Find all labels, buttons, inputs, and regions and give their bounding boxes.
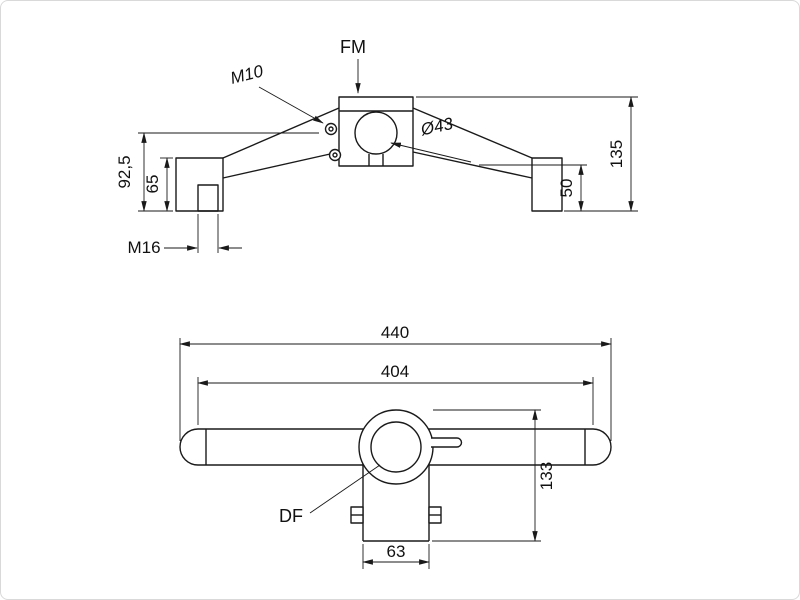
dim-440: 440 <box>381 323 409 342</box>
label-bore-dia43: Ø43 <box>418 114 455 140</box>
boss-bore-circle <box>370 421 422 473</box>
dim-63: 63 <box>387 542 406 561</box>
dim-404: 404 <box>381 362 409 381</box>
dim-135: 135 <box>607 140 626 168</box>
arm-lower-right-edge <box>412 151 533 179</box>
dim-50: 50 <box>557 179 576 198</box>
m16-bolt <box>197 184 219 212</box>
arm-lower-left-edge <box>222 151 340 179</box>
cross-bar <box>179 428 612 466</box>
m10-screw-upper-center <box>328 126 334 132</box>
label-thread-m16: M16 <box>127 238 160 257</box>
front-view-dimensions <box>138 59 638 253</box>
dim-65: 65 <box>143 175 162 194</box>
foot-right <box>531 157 563 212</box>
df-leader-line <box>309 464 381 514</box>
dim-92-5: 92,5 <box>115 155 134 188</box>
front-view <box>175 96 563 212</box>
m10-leader-line <box>258 86 324 124</box>
dia43-leader-line <box>390 142 472 163</box>
bore-circle <box>354 111 398 155</box>
m10-screw-lower <box>328 148 342 162</box>
m10-screw-lower-center <box>332 152 338 158</box>
label-bore-df: DF <box>279 506 303 526</box>
arm-upper-right-edge <box>412 107 533 159</box>
top-view <box>179 409 612 542</box>
locking-pin <box>431 437 463 448</box>
top-view-dimensions <box>179 338 612 569</box>
label-thread-m10: M10 <box>228 61 265 88</box>
label-force-fm: FM <box>340 37 366 57</box>
m10-screw-upper <box>324 122 338 136</box>
dim-133: 133 <box>537 462 556 490</box>
